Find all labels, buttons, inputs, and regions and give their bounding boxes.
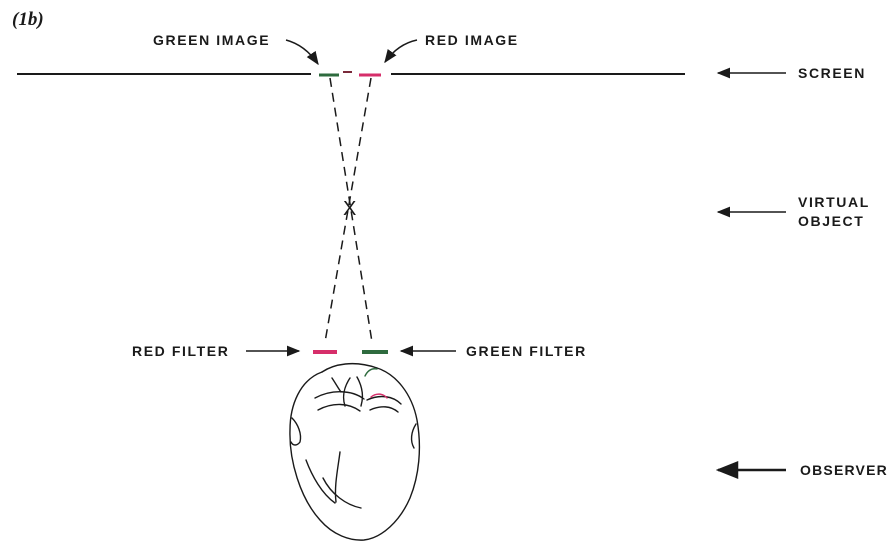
green-filter-label: GREEN FILTER xyxy=(466,343,587,359)
virtual-point-marker: X xyxy=(343,198,357,220)
observer-label: OBSERVER xyxy=(800,462,888,478)
virtual-object-label-line2: OBJECT xyxy=(798,213,865,229)
screen-label: SCREEN xyxy=(798,65,866,81)
green-image-label: GREEN IMAGE xyxy=(153,32,271,48)
virtual-object-label-line1: VIRTUAL xyxy=(798,194,870,210)
figure-label: (1b) xyxy=(12,9,44,30)
red-filter-label: RED FILTER xyxy=(132,343,230,359)
green-image-arrow xyxy=(285,39,319,66)
observer-head-icon xyxy=(289,362,421,541)
red-image-label: RED IMAGE xyxy=(425,32,519,48)
red-image-arrow xyxy=(384,39,418,64)
